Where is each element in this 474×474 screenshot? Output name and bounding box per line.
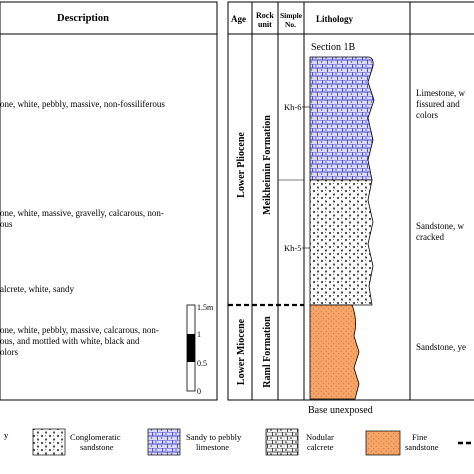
sample-label-kh5: Kh-5 (284, 243, 301, 253)
right-desc-line: fissured and (416, 99, 460, 109)
legend-label: y (4, 430, 9, 440)
formation-label-raml: Raml Formation (262, 316, 273, 388)
legend-label: Nodular calcrete (306, 432, 336, 452)
left-desc-line: alcrete, white, sandy (0, 284, 74, 294)
section-title: Section 1B (311, 42, 355, 53)
scale-label: 0 (197, 387, 201, 396)
header-sample-no: No. (285, 20, 296, 29)
lithology-fine-sandstone (309, 304, 360, 400)
base-unexposed-label: Base unexposed (308, 405, 373, 416)
legend-swatch-conglomeratic-sandstone (32, 428, 66, 456)
header-sample-no: Simple (280, 11, 303, 20)
scale-label: 1.5m (197, 303, 214, 312)
age-label-lower-miocene: Lower Miocene (236, 318, 247, 385)
left-header-description: Description (57, 13, 109, 24)
legend-label: Fine sandstone (405, 432, 439, 452)
legend-swatch-sandy-limestone (147, 428, 181, 456)
right-desc-line: colors (416, 110, 438, 120)
right-desc-line: cracked (416, 232, 444, 242)
lithology-conglomeratic-sandstone (309, 179, 374, 306)
left-table-frame (0, 1, 218, 401)
scale-label: 0.5 (197, 359, 207, 368)
header-rock-unit: Rock (256, 11, 274, 20)
legend: y Conglomeratic sandstone Sandy to pebbl… (4, 428, 474, 456)
legend-swatch-fine-sandstone (365, 430, 401, 456)
lithology-column (309, 56, 375, 400)
header-age: Age (231, 14, 246, 24)
formation-label-meikheimin: Meikheimin Formation (262, 115, 273, 215)
lithology-sandy-limestone (309, 56, 375, 181)
right-desc-line: Sandstone, ye (416, 342, 466, 352)
right-panel: Age Rock unit Simple No. Lithology Secti… (227, 1, 474, 416)
left-desc-line: one, white, pebbly, massive, non-fossili… (0, 99, 165, 109)
header-rock-unit: unit (258, 20, 272, 29)
right-table-frame (227, 1, 474, 401)
scale-bar: 1.5m 1 0.5 0 (186, 303, 214, 396)
legend-label: Conglomeratic sandstone (70, 432, 123, 452)
left-desc-line: olors (0, 347, 18, 357)
left-desc-line: ous (0, 219, 13, 229)
scale-label: 1 (197, 330, 201, 339)
header-lithology: Lithology (316, 14, 354, 24)
left-desc-line: ous, and mottled with white, black and (0, 336, 140, 346)
left-desc-line: one, white, massive, gravelly, calcarous… (0, 208, 164, 218)
right-desc-line: Limestone, w (416, 88, 465, 98)
right-desc-line: Sandstone, w (416, 221, 464, 231)
sample-label-kh6: Kh-6 (284, 102, 301, 112)
left-panel: Description one, white, pebbly, massive,… (0, 1, 218, 401)
age-label-lower-pliocene: Lower Pliocene (236, 132, 247, 198)
legend-swatch-nodular-calcrete (265, 428, 299, 456)
legend-label: Sandy to pebbly limestone (186, 432, 243, 452)
scale-bar-black-segment (187, 334, 195, 362)
left-desc-line: one, white, pebbly, massive, calcarous, … (0, 325, 159, 335)
